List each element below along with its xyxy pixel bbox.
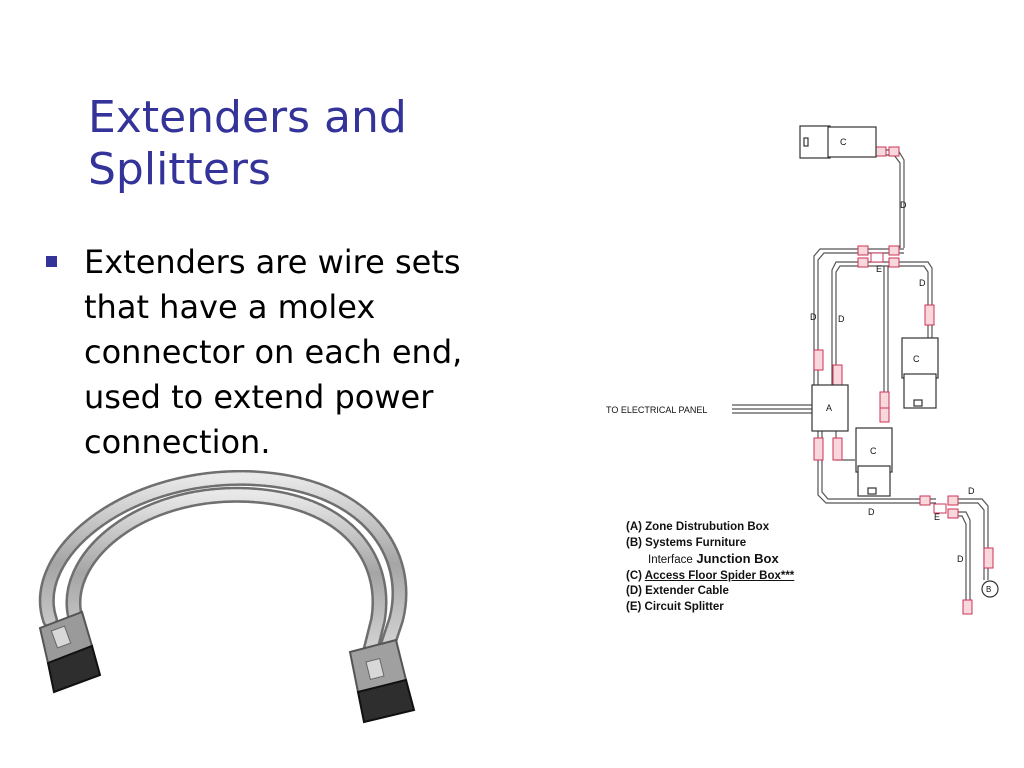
legend-item-e: (E) Circuit Splitter <box>626 600 724 613</box>
legend-c-underlined: Access Floor Spider Box*** <box>644 569 795 582</box>
box-label-d: D <box>838 314 845 324</box>
connector-right-icon <box>348 638 416 724</box>
bullet-line: that have a molex <box>84 288 376 326</box>
bullet-line: connector on each end, <box>84 333 463 371</box>
bullet-line: Extenders are wire sets <box>84 243 461 281</box>
connector-left-icon <box>38 610 102 694</box>
slide-title: Extenders and Splitters <box>88 92 508 196</box>
legend-item-b: (B) Systems Furniture <box>626 536 747 549</box>
box-label-e: E <box>934 512 940 522</box>
title-line: Splitters <box>88 144 271 195</box>
box-label-d: D <box>919 278 926 288</box>
legend-b-suffix: Junction Box <box>692 551 779 566</box>
box-label-c: C <box>840 137 847 147</box>
box-label-e: E <box>876 264 882 274</box>
legend-c-prefix: (C) <box>626 569 645 582</box>
box-label-d: D <box>868 507 875 517</box>
bullet-square-icon <box>46 256 57 267</box>
wiring-diagram: TO ELECTRICAL PANEL C C C A B E E D D D … <box>606 125 999 615</box>
extender-cable-photo <box>18 470 418 725</box>
panel-label: TO ELECTRICAL PANEL <box>606 405 707 415</box>
box-label-d: D <box>957 554 964 564</box>
box-label-d: D <box>968 486 975 496</box>
box-label-a: A <box>826 403 832 413</box>
title-line: Extenders and <box>88 92 407 143</box>
box-label-d: D <box>900 200 907 210</box>
diagram-legend: (A) Zone Distrubution Box (B) Systems Fu… <box>626 520 794 615</box>
bullet-text: Extenders are wire sets that have a mole… <box>84 240 524 465</box>
legend-item-a: (A) Zone Distrubution Box <box>626 521 770 533</box>
box-label-d: D <box>810 312 817 322</box>
legend-item-c: (C) Access Floor Spider Box*** <box>626 569 794 585</box>
legend-item-b-cont: Interface Junction Box <box>626 551 794 569</box>
legend-b-prefix: Interface <box>648 554 693 566</box>
box-label-b: B <box>986 585 991 594</box>
bullet-line: connection. <box>84 423 271 461</box>
box-label-c: C <box>870 446 877 456</box>
box-label-c: C <box>913 354 920 364</box>
legend-item-d: (D) Extender Cable <box>626 585 729 597</box>
bullet-line: used to extend power <box>84 378 434 416</box>
